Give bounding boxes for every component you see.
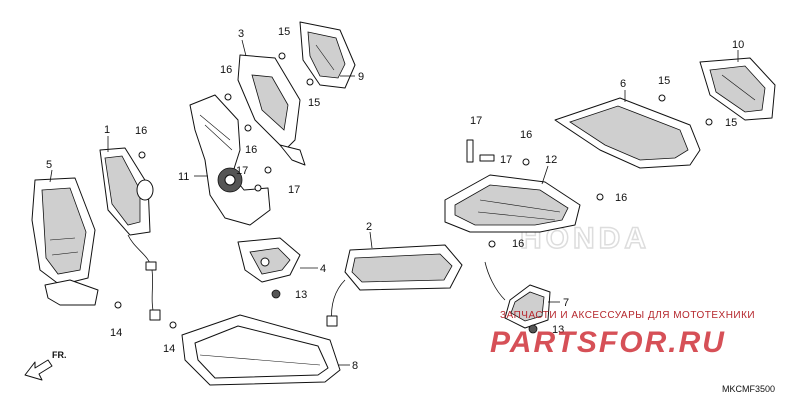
callout-9: 9 bbox=[358, 71, 364, 83]
direction-label: FR. bbox=[52, 350, 67, 360]
screw-icon bbox=[138, 151, 146, 159]
callout-13: 13 bbox=[552, 324, 564, 336]
nut-icon bbox=[271, 289, 281, 299]
part-6-upper-trim bbox=[554, 97, 701, 169]
watermark-brand: PARTSFOR.RU bbox=[490, 326, 726, 359]
screw-icon bbox=[596, 193, 604, 201]
watermark: ЗАПЧАСТИ И АКСЕССУАРЫ ДЛЯ МОТОТЕХНИКИ PA… bbox=[490, 310, 755, 359]
callout-labels: 1 2 3 4 5 6 7 8 9 10 11 12 13 13 14 14 1… bbox=[46, 26, 744, 372]
callout-16: 16 bbox=[220, 64, 232, 76]
front-direction-arrow: FR. bbox=[24, 350, 67, 381]
screw-icon bbox=[264, 166, 272, 174]
part-11-mount-bracket bbox=[189, 94, 306, 226]
leader-lines bbox=[49, 39, 739, 366]
callout-17: 17 bbox=[470, 115, 482, 127]
callout-17: 17 bbox=[288, 184, 300, 196]
nut-icon bbox=[528, 324, 538, 334]
watermark-tagline: ЗАПЧАСТИ И АКСЕССУАРЫ ДЛЯ МОТОТЕХНИКИ bbox=[500, 310, 755, 321]
callout-4: 4 bbox=[320, 263, 326, 275]
callout-17: 17 bbox=[500, 154, 512, 166]
callout-16: 16 bbox=[512, 238, 524, 250]
callout-16: 16 bbox=[520, 129, 532, 141]
part-3-bracket-panel bbox=[237, 54, 301, 151]
callout-14: 14 bbox=[110, 327, 122, 339]
screw-icon bbox=[224, 93, 232, 101]
part-10-mirror-glass bbox=[699, 57, 776, 121]
screw-icon bbox=[488, 240, 496, 248]
part-12-signal-bracket bbox=[444, 139, 581, 233]
callout-10: 10 bbox=[732, 39, 744, 51]
screw-icon bbox=[658, 94, 666, 102]
screw-icon bbox=[705, 118, 713, 126]
callout-6: 6 bbox=[620, 78, 626, 90]
callout-14: 14 bbox=[163, 343, 175, 355]
callout-16: 16 bbox=[615, 192, 627, 204]
screw-icon bbox=[306, 78, 314, 86]
callout-3: 3 bbox=[238, 28, 244, 40]
part-4-lens-housing bbox=[237, 237, 301, 283]
part-2-turn-signal bbox=[326, 244, 463, 327]
callout-16: 16 bbox=[135, 125, 147, 137]
callout-1: 1 bbox=[104, 124, 110, 136]
callout-8: 8 bbox=[352, 360, 358, 372]
callout-15: 15 bbox=[278, 26, 290, 38]
screw-icon bbox=[522, 158, 530, 166]
part-7-small-cover bbox=[484, 261, 551, 329]
part-9-mirror-glass bbox=[299, 21, 356, 89]
screw-icon bbox=[254, 184, 262, 192]
callout-16: 16 bbox=[245, 144, 257, 156]
callout-2: 2 bbox=[366, 221, 372, 233]
callout-17: 17 bbox=[236, 165, 248, 177]
screw-icon bbox=[278, 52, 286, 60]
part-5-mirror-housing bbox=[31, 177, 99, 306]
screw-icon bbox=[114, 301, 122, 309]
callout-13: 13 bbox=[295, 289, 307, 301]
screw-icon bbox=[244, 124, 252, 132]
callout-5: 5 bbox=[46, 159, 52, 171]
callout-15: 15 bbox=[308, 97, 320, 109]
screw-icon bbox=[169, 321, 177, 329]
fastener-icons bbox=[114, 52, 713, 334]
callout-15: 15 bbox=[725, 117, 737, 129]
callout-11: 11 bbox=[178, 171, 189, 183]
diagram-code: MKCMF3500 bbox=[722, 384, 775, 394]
callout-12: 12 bbox=[545, 154, 557, 166]
part-1-mirror-unit bbox=[99, 147, 161, 321]
callout-7: 7 bbox=[563, 297, 569, 309]
callout-15: 15 bbox=[658, 75, 670, 87]
part-8-side-cover bbox=[181, 314, 341, 386]
